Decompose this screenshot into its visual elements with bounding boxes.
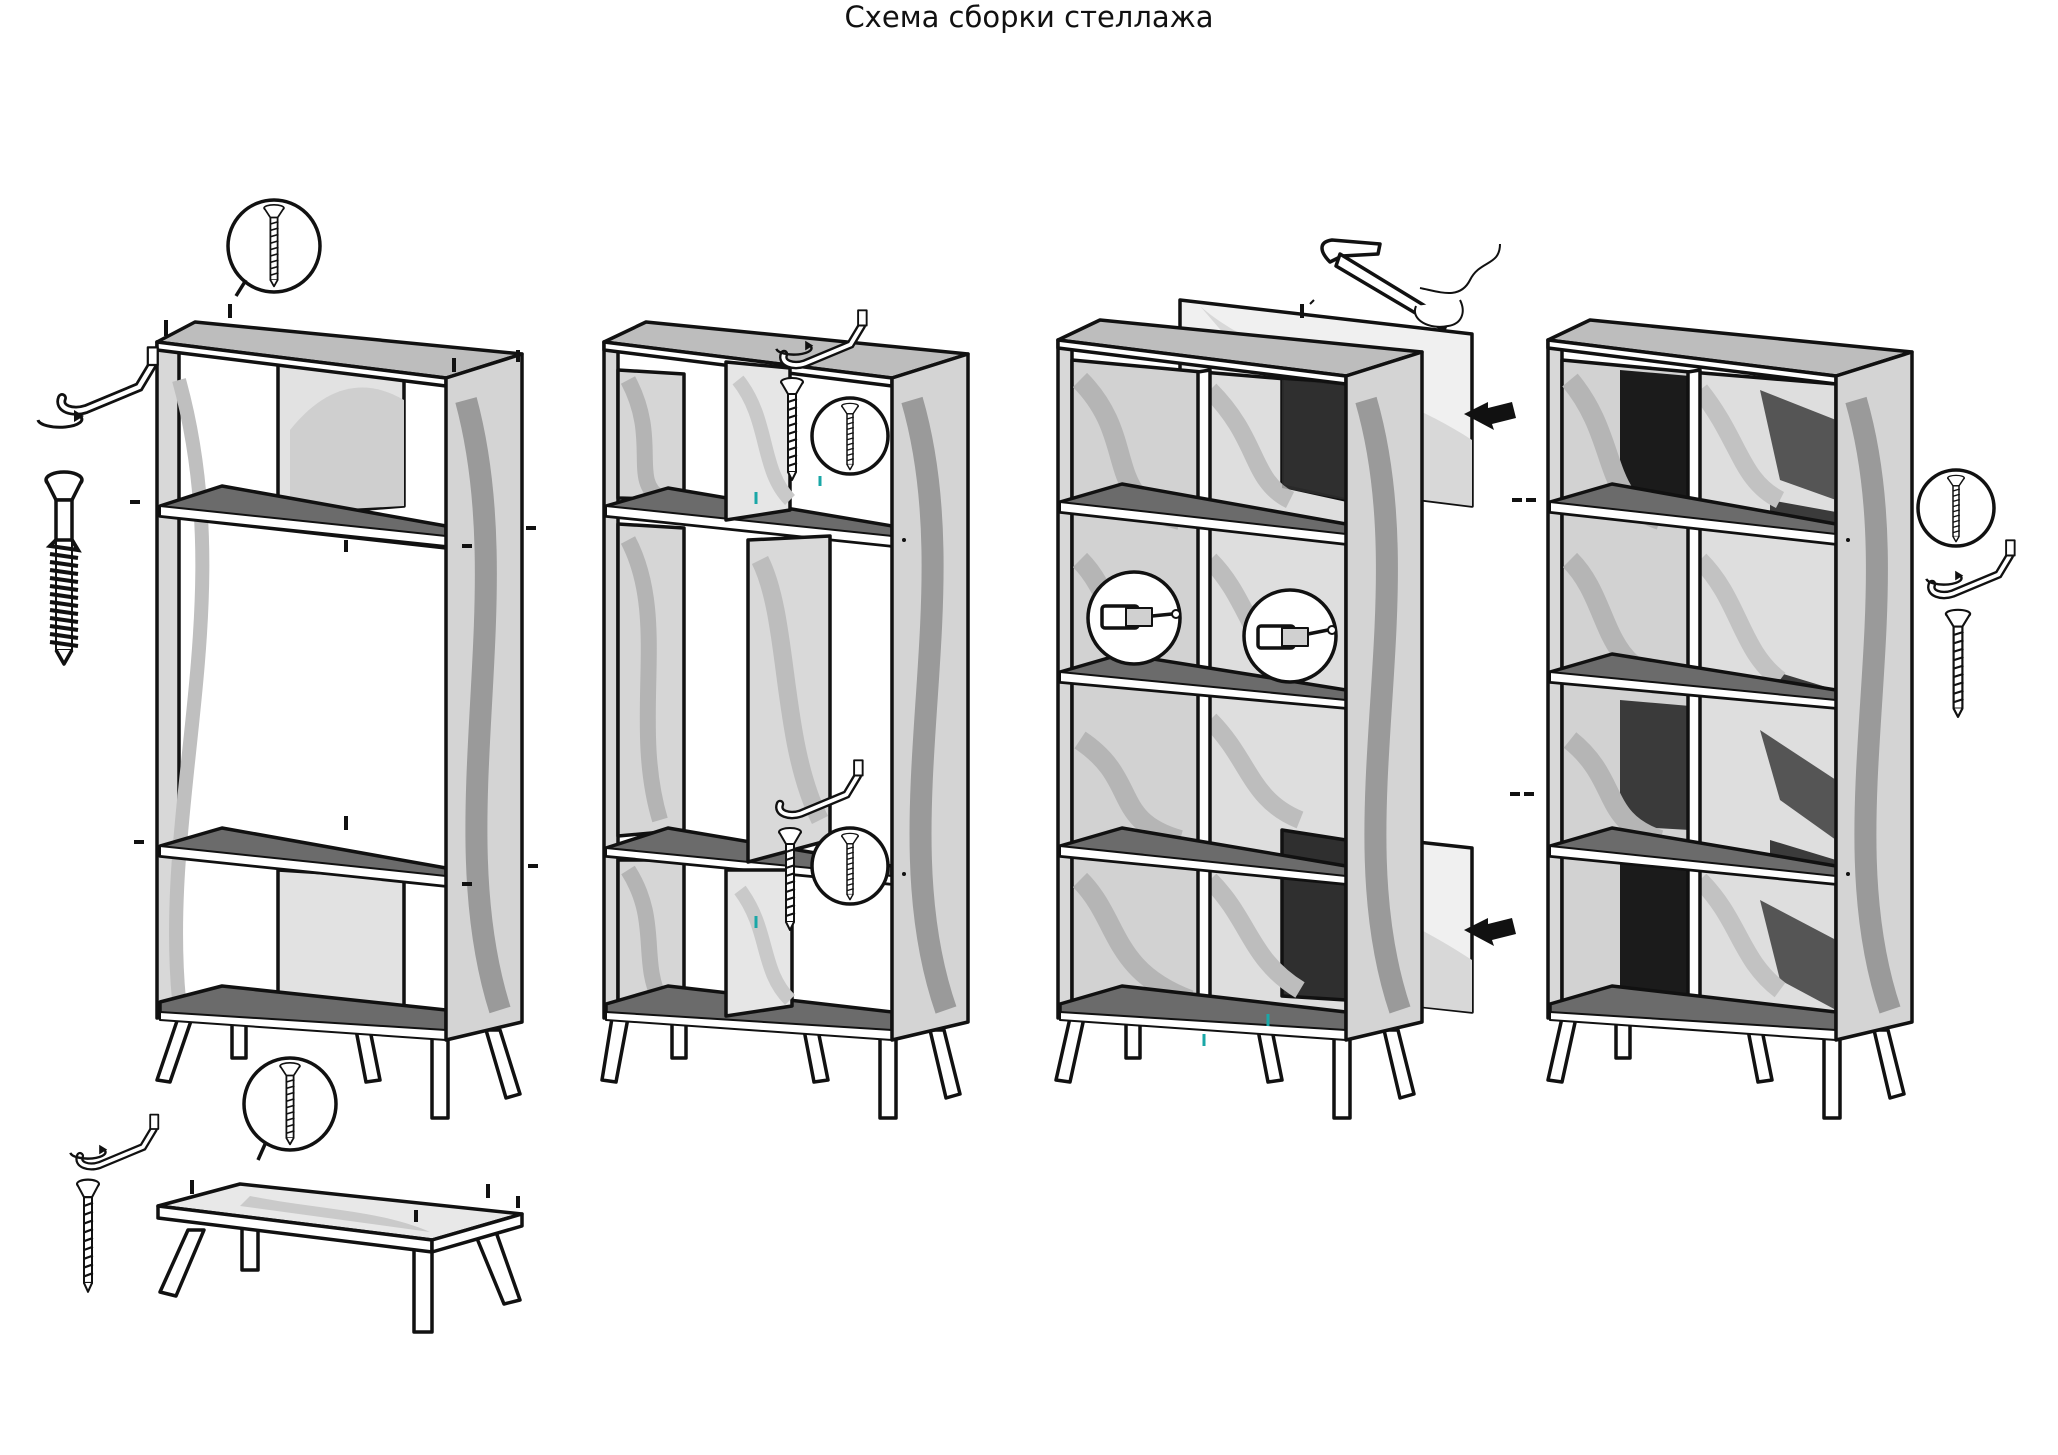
zoom-circle-screw-0 xyxy=(242,1056,338,1161)
rotate-arrow-icon xyxy=(36,408,86,429)
dowel-icon xyxy=(1086,570,1338,684)
confirmat-screw-icon xyxy=(1944,608,1972,719)
zoom-circle-screw xyxy=(226,198,322,297)
step-0-base xyxy=(69,1056,524,1334)
step-4-finished xyxy=(1524,318,2015,1120)
confirmat-screw-icon xyxy=(75,1178,101,1293)
zoom-circle-screw-4 xyxy=(1916,468,1996,548)
confirmat-screw-icon xyxy=(44,470,84,666)
zoom-circle-screw-2b xyxy=(810,826,890,906)
allen-key-icon xyxy=(1931,540,2014,595)
step-3-back-panels xyxy=(1054,238,1522,1120)
allen-key-icon xyxy=(61,347,157,410)
zoom-circle-screw-2a xyxy=(810,396,890,476)
step-1-frame xyxy=(36,198,538,1120)
push-arrow-icon xyxy=(1464,402,1516,946)
hand-icon xyxy=(1413,243,1501,328)
page-title: Схема сборки стеллажа xyxy=(844,0,1214,34)
step-2-partitions xyxy=(600,310,970,1120)
